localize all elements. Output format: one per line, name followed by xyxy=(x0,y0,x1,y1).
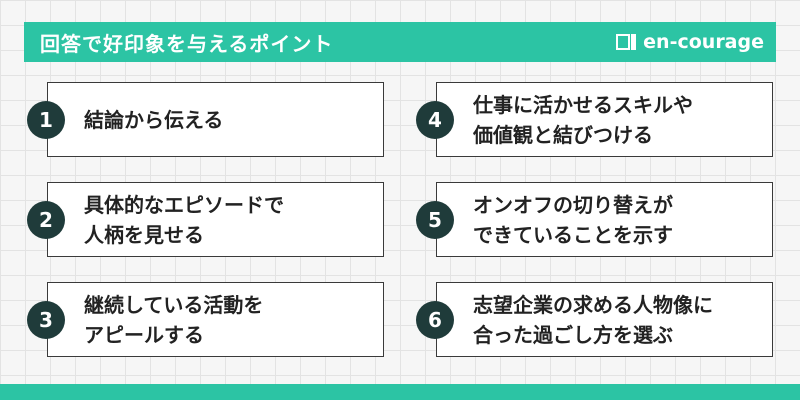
point-text-1: 結論から伝える xyxy=(84,107,224,132)
notebook-icon xyxy=(616,34,637,50)
point-card-4: 仕事に活かせるスキルや 価値観と結びつける xyxy=(436,82,773,157)
point-card-2: 具体的なエピソードで 人柄を見せる xyxy=(47,182,384,257)
point-card-1: 結論から伝える xyxy=(47,82,384,157)
point-text-6: 志望企業の求める人物像に 合った過ごし方を選ぶ xyxy=(473,292,713,347)
point-number-3: 3 xyxy=(39,308,53,332)
footer-bar xyxy=(0,384,800,400)
header-banner: 回答で好印象を与えるポイント en-courage xyxy=(24,22,776,62)
point-number-badge-4: 4 xyxy=(416,101,454,139)
point-text-2: 具体的なエピソードで 人柄を見せる xyxy=(84,192,284,247)
point-number-6: 6 xyxy=(428,308,442,332)
point-card-6: 志望企業の求める人物像に 合った過ごし方を選ぶ xyxy=(436,282,773,357)
point-card-3: 継続している活動を アピールする xyxy=(47,282,384,357)
point-number-1: 1 xyxy=(39,108,53,132)
point-number-2: 2 xyxy=(39,208,53,232)
page-title: 回答で好印象を与えるポイント xyxy=(40,31,334,56)
point-text-3: 継続している活動を アピールする xyxy=(84,292,264,347)
point-number-5: 5 xyxy=(428,208,442,232)
point-card-5: オンオフの切り替えが できていることを示す xyxy=(436,182,773,257)
point-number-badge-3: 3 xyxy=(27,301,65,339)
logo-text: en-courage xyxy=(643,31,764,53)
point-text-5: オンオフの切り替えが できていることを示す xyxy=(473,192,673,247)
point-number-badge-1: 1 xyxy=(27,101,65,139)
point-text-4: 仕事に活かせるスキルや 価値観と結びつける xyxy=(473,92,693,147)
logo: en-courage xyxy=(615,31,764,53)
point-number-badge-2: 2 xyxy=(27,201,65,239)
point-number-4: 4 xyxy=(428,108,442,132)
point-number-badge-6: 6 xyxy=(416,301,454,339)
point-number-badge-5: 5 xyxy=(416,201,454,239)
